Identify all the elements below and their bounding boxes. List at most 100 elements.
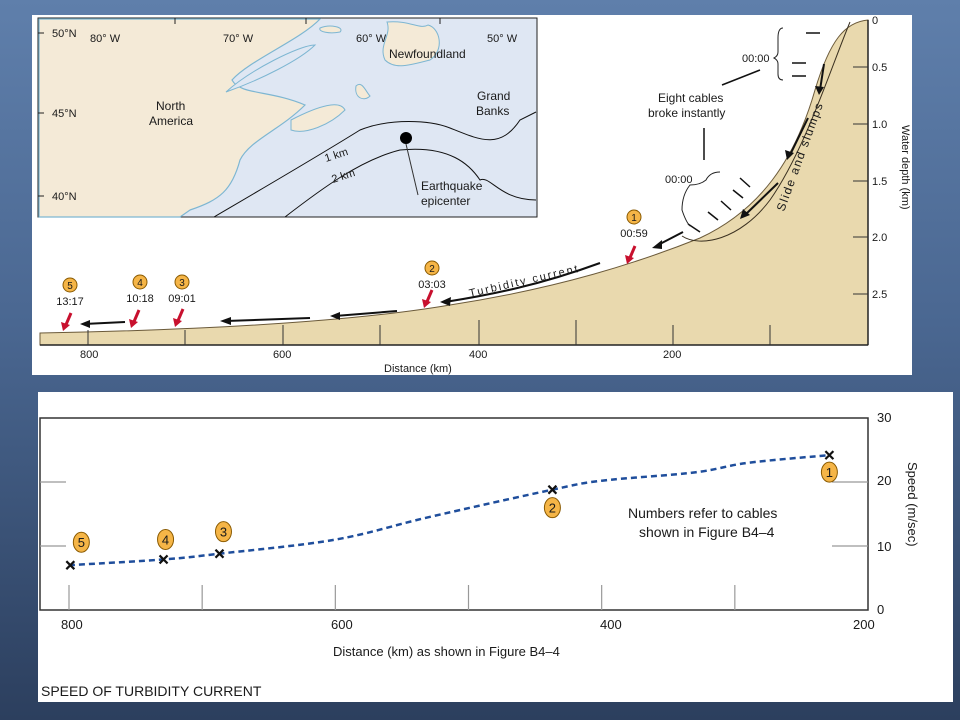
cable-number-badge (214, 521, 232, 543)
cable-break-time: 03:03 (418, 279, 446, 291)
cable-break-time: 13:17 (56, 296, 84, 308)
contour-1km (213, 111, 537, 218)
cable-number-badge (820, 461, 838, 483)
epicenter-leader (405, 143, 419, 196)
contour-2km (284, 148, 537, 218)
break-arrowhead (422, 299, 431, 308)
chart-title: SPEED OF TURBIDITY CURRENT (41, 683, 262, 699)
distance-tick-label: 800 (80, 349, 98, 361)
cable-2-marker: 2 03:03 (418, 260, 446, 308)
grand-banks-label: Grand (477, 89, 510, 103)
chart-tick-labels: 800 600 400 200 0 10 20 30 (61, 410, 891, 632)
cable-number: 2 (429, 264, 435, 275)
grand-banks-label: Banks (476, 104, 509, 118)
map-land-north-america (38, 18, 322, 218)
cable-number-badge (174, 274, 190, 290)
map-inset: 50°N 45°N 40°N 80° W 70° W 60° W 50° W N… (37, 17, 538, 218)
current-arrows (83, 63, 825, 325)
cable-number: 3 (220, 525, 227, 540)
data-point-cable-5: 5 (65, 531, 90, 570)
cable-break-time: 09:01 (168, 293, 196, 305)
lon-label: 70° W (223, 33, 254, 45)
cable-number: 3 (179, 278, 185, 289)
north-america-label: North (156, 99, 185, 113)
lat-label: 45°N (52, 108, 77, 120)
chart-ticks (40, 481, 868, 610)
distance-axis-label: Distance (km) (384, 363, 452, 375)
cable-number-badge (626, 209, 642, 225)
chart-panel (38, 392, 953, 702)
seafloor-profile-figure: 0 0.5 1.0 1.5 2.0 2.5 Water depth (km) 8… (32, 15, 912, 375)
depth-tick-label: 2.5 (872, 289, 887, 301)
x-tick-label: 400 (600, 617, 622, 632)
depth-tick-label: 0.5 (872, 62, 887, 74)
arrowheads (80, 86, 824, 328)
map-graticule-ticks (38, 18, 441, 197)
data-points: 5 4 3 2 1 (65, 450, 838, 570)
x-tick-label: 800 (61, 617, 83, 632)
break-arrowhead (625, 255, 634, 264)
epicenter-label: Earthquake (421, 179, 483, 193)
cable-number: 5 (78, 535, 85, 550)
speed-chart: 800 600 400 200 0 10 20 30 Speed (m/sec)… (38, 392, 953, 702)
lat-label: 40°N (52, 191, 77, 203)
distance-tick-label: 600 (273, 349, 291, 361)
epicenter-label: epicenter (421, 194, 470, 208)
x-axis-label: Distance (km) as shown in Figure B4–4 (333, 644, 560, 659)
cable-number: 1 (631, 213, 637, 224)
depth-tick-label: 2.0 (872, 232, 887, 244)
chart-annotation: Numbers refer to cables (628, 505, 777, 521)
depth-tick-label: 1.0 (872, 119, 887, 131)
y-axis-label: Speed (m/sec) (905, 462, 920, 547)
lon-label: 80° W (90, 33, 121, 45)
eight-cables-label: Eight cables (658, 91, 723, 105)
y-tick-label: 30 (877, 410, 891, 425)
speed-curve (68, 453, 830, 567)
data-point-cable-1: 1 (820, 450, 838, 483)
cable-number-badge (157, 528, 175, 550)
x-marker-icon (65, 560, 76, 570)
cable-number-badge (424, 260, 440, 276)
cable-number: 4 (162, 532, 169, 547)
cable-number: 4 (137, 278, 143, 289)
cable-number: 5 (67, 281, 73, 292)
x-tick-label: 200 (853, 617, 875, 632)
eight-cables-label: broke instantly (648, 106, 725, 120)
data-point-cable-3: 3 (214, 521, 232, 559)
cable-number-badge (72, 531, 90, 553)
brace-top (772, 27, 784, 81)
x-marker-icon (158, 554, 169, 565)
y-tick-label: 20 (877, 473, 891, 488)
y-tick-label: 10 (877, 539, 891, 554)
cable-number: 2 (549, 501, 556, 516)
cable-number: 1 (826, 465, 833, 480)
mid-break-time: 00:00 (665, 174, 693, 186)
slump-scar (681, 21, 851, 242)
depth-tick-label: 0 (872, 15, 878, 27)
break-arrowhead (129, 319, 138, 328)
lat-label: 50°N (52, 28, 77, 40)
lon-label: 50° W (487, 33, 518, 45)
distance-ticks (87, 320, 771, 345)
depth-ticks (853, 66, 868, 295)
brace-mid (681, 171, 721, 227)
x-tick-label: 600 (331, 617, 353, 632)
cable-3-marker: 3 09:01 (168, 274, 196, 327)
top-break-time: 00:00 (742, 53, 770, 65)
x-marker-icon (547, 484, 558, 495)
chart-annotation: shown in Figure B4–4 (639, 524, 775, 540)
cable-break-time: 10:18 (126, 293, 154, 305)
cable-break-time: 00:59 (620, 228, 648, 240)
break-arrowhead (173, 318, 182, 327)
depth-axis-label: Water depth (km) (899, 125, 911, 210)
distance-tick-label: 200 (663, 349, 681, 361)
data-point-cable-2: 2 (543, 484, 561, 519)
map-land-nova-scotia (290, 104, 346, 132)
x-marker-icon (824, 450, 835, 460)
north-america-label: America (149, 114, 193, 128)
cable-number-badge (62, 277, 78, 293)
cable-5-marker: 5 13:17 (56, 277, 84, 331)
cable-break-arrows (687, 32, 820, 233)
y-tick-label: 0 (877, 602, 884, 617)
